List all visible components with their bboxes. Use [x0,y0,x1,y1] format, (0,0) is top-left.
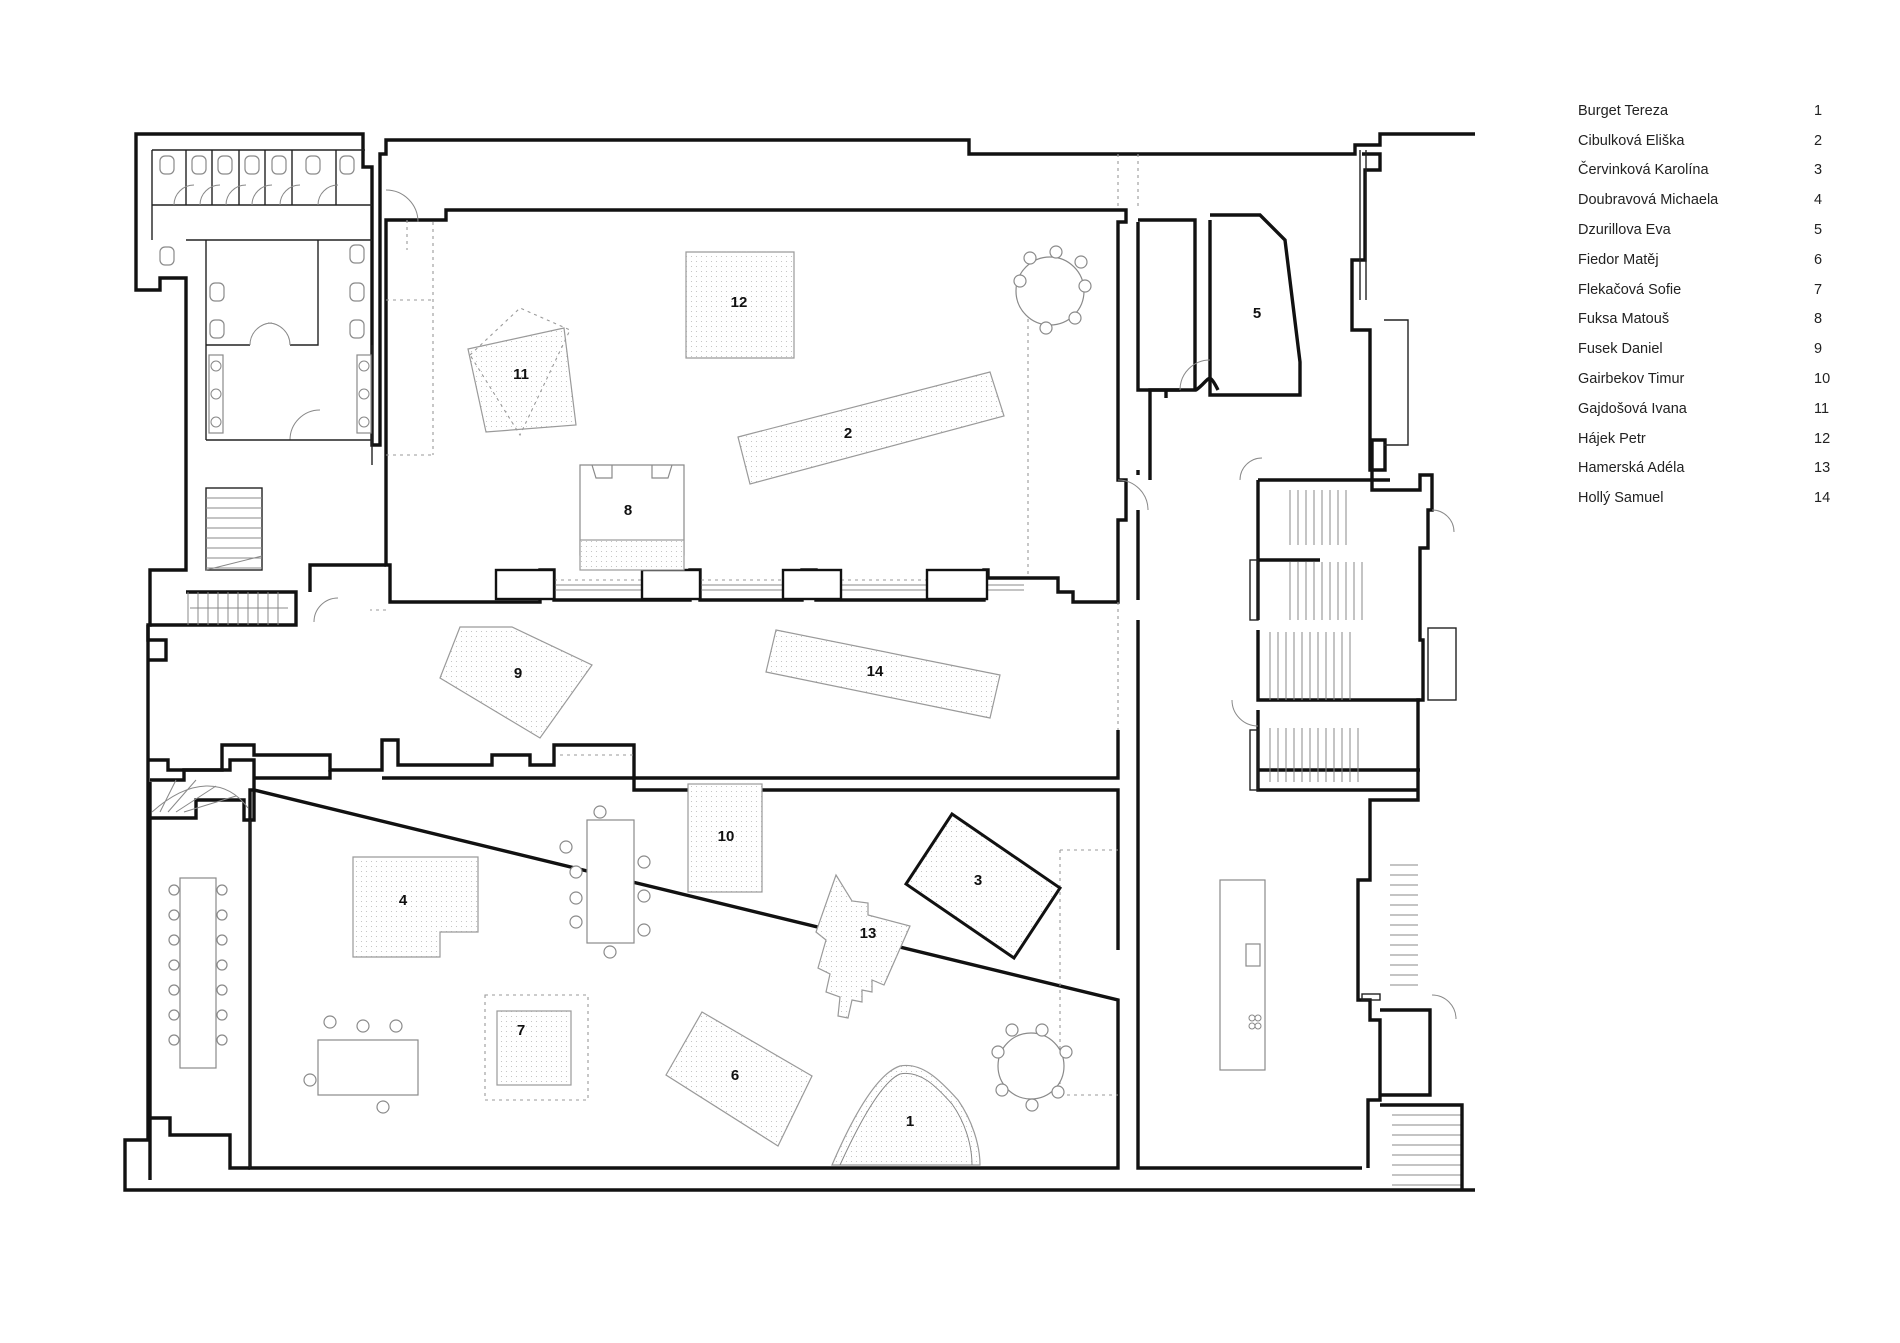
zone-label-2: 2 [844,425,852,442]
room-c [150,758,1120,1170]
zone-7 [496,1010,572,1086]
legend-name: Gajdošová Ivana [1578,400,1687,417]
legend-row: Hájek Petr 12 [1578,424,1838,454]
legend-row: Gairbekov Timur 10 [1578,364,1838,394]
legend-name: Fusek Daniel [1578,341,1663,358]
toilet-cubicles [159,150,355,206]
legend-row: Fiedor Matěj 6 [1578,245,1838,275]
long-table-left [168,877,228,1069]
legend-row: Cibulková Eliška 2 [1578,126,1838,156]
zone-11 [467,327,577,433]
legend-name: Flekačová Sofie [1578,281,1682,298]
spiral-stair [151,779,249,813]
legend-name: Hamerská Adéla [1578,460,1685,477]
zone-8-furniture [579,464,685,556]
legend-number: 3 [1814,162,1823,179]
legend-row: Gajdošová Ivana 11 [1578,394,1838,424]
legend-name: Burget Tereza [1578,102,1669,119]
zone-label-5: 5 [1253,305,1261,322]
zone-label-7: 7 [517,1022,525,1039]
legend-name: Fiedor Matěj [1578,251,1659,268]
legend-row: Dzurillova Eva 5 [1578,215,1838,245]
zone-3 [903,811,1063,961]
zone-label-9: 9 [514,665,522,682]
wc-block [151,149,373,465]
zone-label-10: 10 [718,828,735,845]
legend-row: Burget Tereza 1 [1578,96,1838,126]
legend-name: Cibulková Eliška [1578,132,1685,149]
window-bays [494,568,1024,601]
gallery [146,563,1120,780]
zone-label-6: 6 [731,1067,739,1084]
zone-4 [352,856,479,958]
legend-row: Červinková Karolína 3 [1578,156,1838,186]
legend-name: Červinková Karolína [1578,162,1709,179]
zone-label-3: 3 [974,872,982,889]
zone-label-1: 1 [906,1113,914,1130]
staircase-left [205,487,263,571]
legend-name: Fuksa Matouš [1578,311,1670,328]
legend-number: 12 [1814,430,1831,447]
legend-name: Dzurillova Eva [1578,222,1671,239]
legend-number: 2 [1814,132,1823,149]
legend-number: 9 [1814,341,1823,358]
zone-label-14: 14 [867,663,884,680]
round-table-top-right [1013,245,1092,335]
zone-12 [685,251,795,359]
legend-number: 5 [1814,222,1823,239]
zone-10 [687,783,763,893]
zone-label-13: 13 [860,925,877,942]
legend-row: Fuksa Matouš 8 [1578,305,1838,335]
table-centre [559,805,651,959]
zone-label-8: 8 [624,502,632,519]
staircase-gallery [187,592,288,625]
legend-name: Gairbekov Timur [1578,371,1685,388]
legend-name: Hájek Petr [1578,430,1646,447]
zone-1 [831,1064,981,1166]
room-a [370,154,1139,611]
zone-label-11: 11 [513,366,529,383]
legend-name: Doubravová Michaela [1578,192,1719,209]
legend-row: Doubravová Michaela 4 [1578,185,1838,215]
legend-number: 10 [1814,371,1831,388]
legend-number: 13 [1814,460,1831,477]
legend-number: 1 [1814,102,1823,119]
washbasins [208,354,372,434]
legend: Burget Tereza 1 Cibulková Eliška 2 Červink… [1578,96,1838,513]
legend-number: 4 [1814,192,1823,209]
legend-number: 6 [1814,251,1823,268]
zone-labels: 1 2 3 4 5 6 7 8 9 10 11 12 13 14 [399,294,1261,1130]
zone-9 [439,626,593,739]
legend-number: 11 [1814,400,1830,417]
stair-core [1231,150,1464,1190]
zone-2 [737,371,1005,485]
table-bottom-left [303,1015,419,1114]
legend-row: Hollý Samuel 14 [1578,483,1838,513]
round-table-bottom-right [991,1023,1073,1112]
zones [352,251,1063,1166]
zone-14 [765,629,1001,719]
zone-label-12: 12 [731,294,748,311]
east-wing [1117,213,1362,1170]
legend-row: Hamerská Adéla 13 [1578,454,1838,484]
zone-13 [815,873,911,1019]
zone-8 [579,539,685,571]
stair-flights [1269,490,1462,1186]
legend-number: 14 [1814,490,1831,507]
legend-number: 8 [1814,311,1823,328]
zone-6 [665,1011,813,1147]
legend-name: Hollý Samuel [1578,490,1664,507]
zone-label-4: 4 [399,892,408,909]
legend-row: Fusek Daniel 9 [1578,334,1838,364]
legend-row: Flekačová Sofie 7 [1578,275,1838,305]
legend-number: 7 [1814,281,1823,298]
